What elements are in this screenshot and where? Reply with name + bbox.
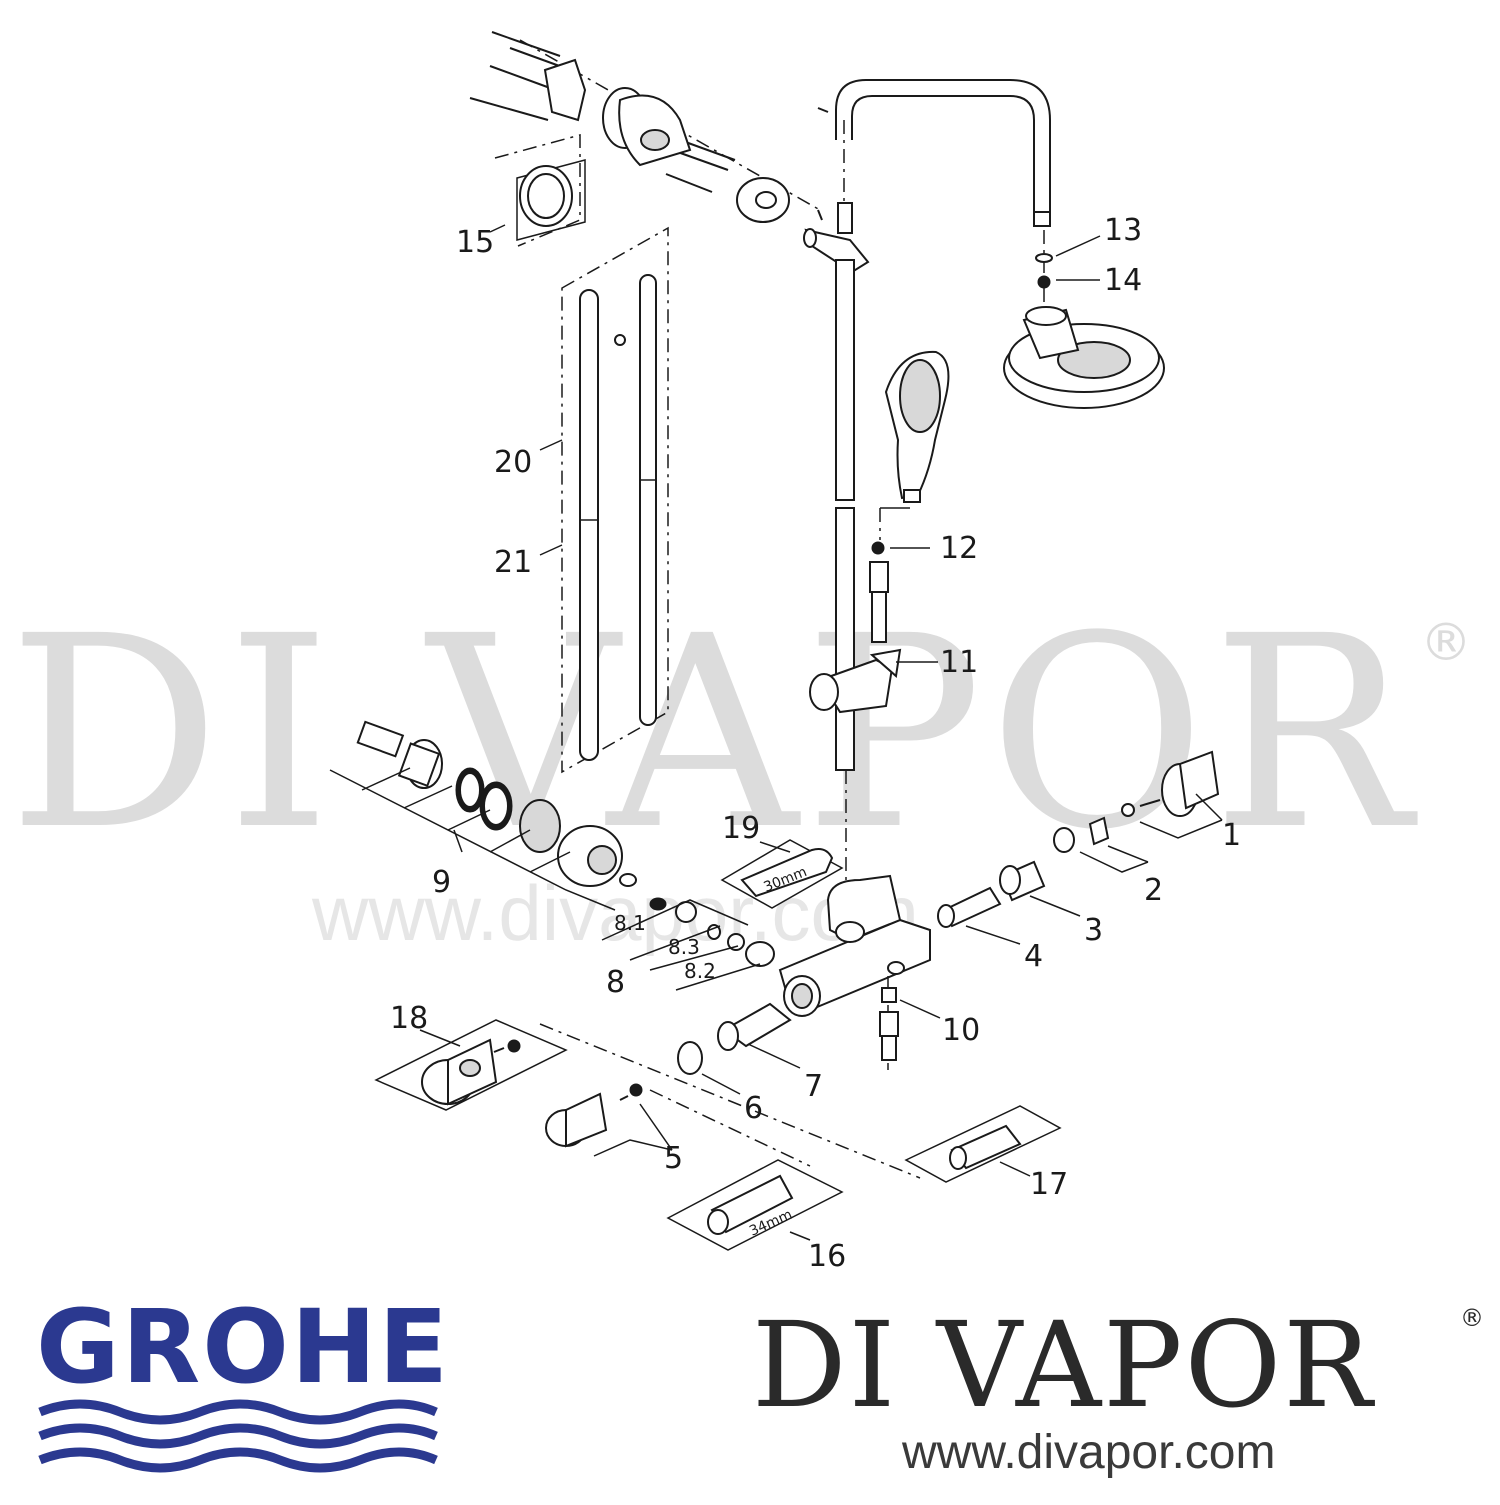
label-13: 13: [1104, 213, 1142, 248]
label-7: 7: [804, 1069, 823, 1104]
shower-head: [1003, 230, 1165, 409]
grohe-wave-1: [38, 1399, 438, 1425]
label-21: 21: [494, 545, 532, 580]
label-18: 18: [390, 1001, 428, 1036]
watermark-brand: DI VAPOR: [8, 580, 1419, 888]
divapor-registered: ®: [1460, 1304, 1484, 1332]
label-8-3: 8.3: [668, 935, 700, 959]
label-8-2: 8.2: [684, 959, 716, 983]
label-12: 12: [940, 531, 978, 566]
riser-pipe: [803, 79, 1051, 890]
label-17: 17: [1030, 1167, 1068, 1202]
label-15: 15: [456, 225, 494, 260]
label-1: 1: [1222, 818, 1241, 853]
grohe-wave-2: [38, 1423, 438, 1449]
label-10: 10: [942, 1013, 980, 1048]
label-19: 19: [722, 811, 760, 846]
label-6: 6: [744, 1091, 763, 1126]
watermark-url: www.divapor.com: [311, 869, 919, 957]
label-2: 2: [1144, 873, 1163, 908]
slider: [809, 648, 938, 714]
part-numbers: 1 2 3 4 5 6 7 8 9 10 11 12 13 14 15 16 1…: [390, 213, 1241, 1274]
label-8: 8: [606, 965, 625, 1000]
left-handle-parts: [329, 720, 775, 991]
label-5: 5: [664, 1141, 683, 1176]
label-4: 4: [1024, 939, 1043, 974]
label-11: 11: [940, 645, 978, 680]
hand-shower: [869, 350, 950, 643]
grohe-wave-3: [38, 1447, 438, 1473]
divapor-url: www.divapor.com: [901, 1426, 1275, 1479]
label-3: 3: [1084, 913, 1103, 948]
rail-set: [539, 226, 669, 774]
label-16: 16: [808, 1239, 846, 1274]
watermark-registered: ®: [1420, 613, 1472, 673]
label-20: 20: [494, 445, 532, 480]
label-14: 14: [1104, 263, 1142, 298]
lower-parts: 34mm: [374, 1002, 1062, 1251]
right-side-parts: [879, 750, 1223, 1070]
label-8-1: 8.1: [614, 911, 646, 935]
grohe-logo: GROHE: [36, 1288, 450, 1473]
mixer-body: [778, 874, 931, 1017]
divapor-brand: DI VAPOR ® www.divapor.com: [752, 1296, 1484, 1479]
grohe-logo-text: GROHE: [36, 1288, 450, 1407]
label-9: 9: [432, 865, 451, 900]
wall-bracket-assembly: [469, 31, 821, 247]
watermark: DI VAPOR ® www.divapor.com: [8, 580, 1472, 957]
divapor-brand-name: DI VAPOR: [752, 1296, 1375, 1434]
